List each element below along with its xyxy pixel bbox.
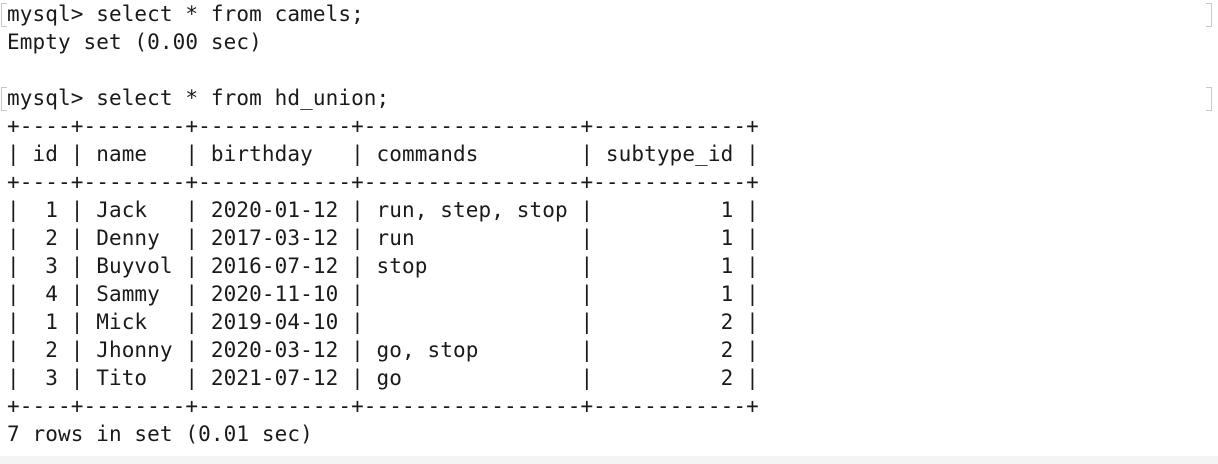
result-summary: 7 rows in set (0.01 sec)	[7, 422, 313, 446]
terminal-bottom-edge	[0, 456, 1218, 464]
command-marker-right	[1206, 3, 1212, 27]
table-border-header: +----+--------+------------+------------…	[7, 170, 759, 194]
command-output-line: Empty set (0.00 sec)	[7, 30, 262, 54]
command-marker-left	[1, 87, 7, 111]
command-marker-left	[1, 3, 7, 27]
table-row: | 1 | Jack | 2020-01-12 | run, step, sto…	[7, 198, 759, 222]
table-row: | 1 | Mick | 2019-04-10 | | 2 |	[7, 310, 759, 334]
table-border-top: +----+--------+------------+------------…	[7, 114, 759, 138]
command-input-line: mysql> select * from hd_union;	[7, 86, 390, 110]
table-row: | 3 | Buyvol | 2016-07-12 | stop | 1 |	[7, 254, 759, 278]
table-border-bottom: +----+--------+------------+------------…	[7, 394, 759, 418]
command-marker-right	[1206, 87, 1212, 111]
table-row: | 3 | Tito | 2021-07-12 | go | 2 |	[7, 366, 759, 390]
table-row: | 2 | Jhonny | 2020-03-12 | go, stop | 2…	[7, 338, 759, 362]
table-row: | 4 | Sammy | 2020-11-10 | | 1 |	[7, 282, 759, 306]
command-input-line: mysql> select * from camels;	[7, 2, 364, 26]
table-row: | 2 | Denny | 2017-03-12 | run | 1 |	[7, 226, 759, 250]
table-header-row: | id | name | birthday | commands | subt…	[7, 142, 759, 166]
